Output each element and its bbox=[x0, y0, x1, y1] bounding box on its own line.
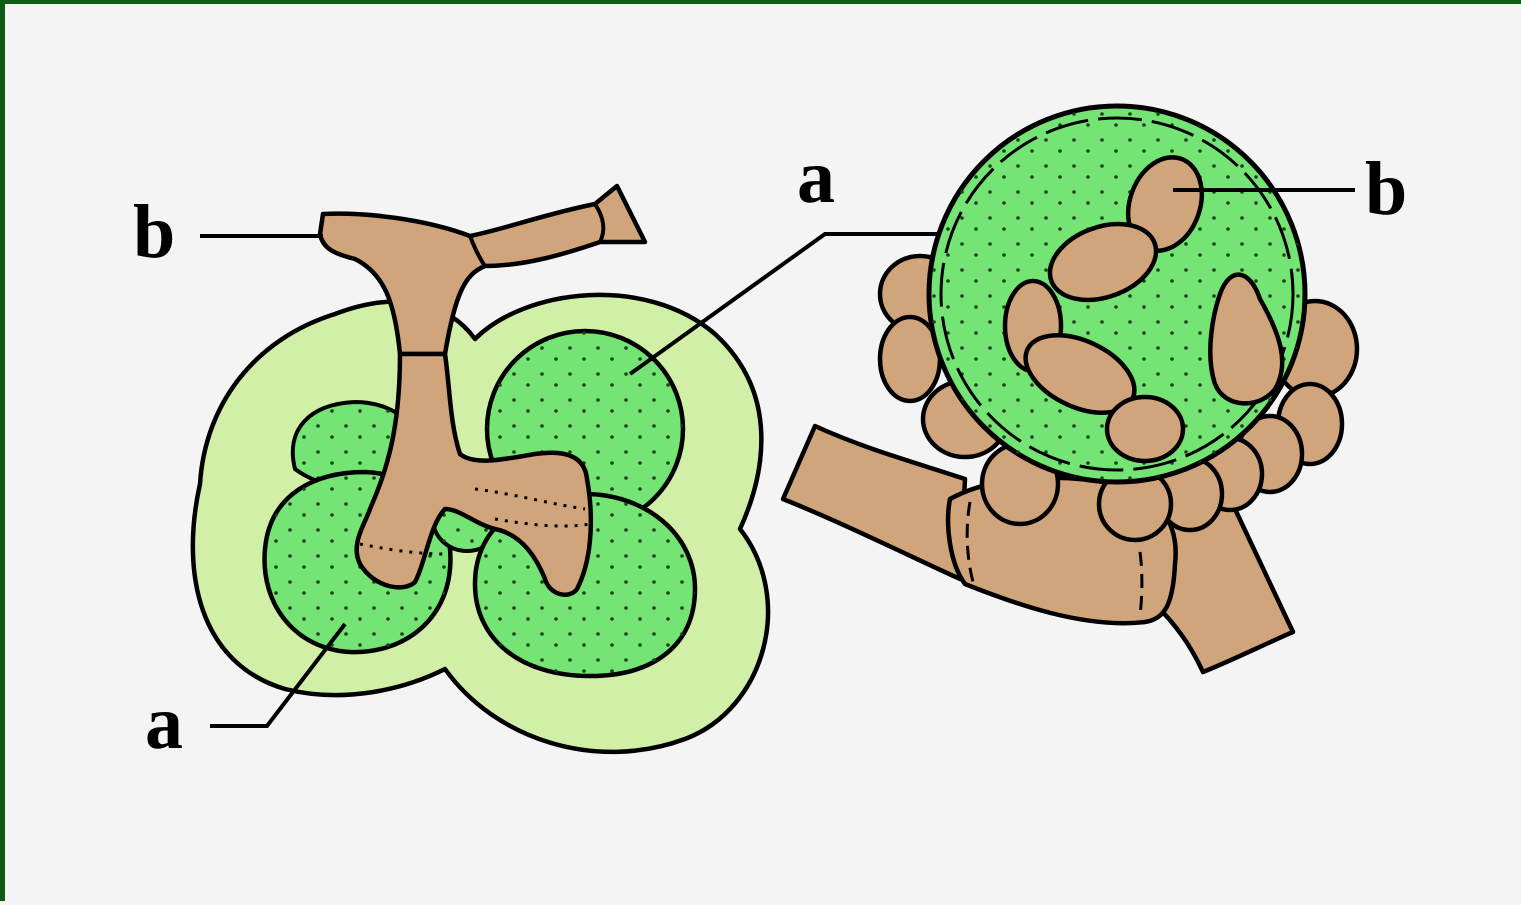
label-left-a-bottom: a bbox=[145, 681, 183, 765]
diagram-canvas: b a a b bbox=[5, 4, 1521, 905]
hypha-right-arm bbox=[1155, 505, 1293, 672]
label-left-a-top: a bbox=[797, 135, 835, 219]
label-right-b: b bbox=[1365, 147, 1407, 231]
right-specimen bbox=[783, 106, 1357, 672]
label-left-b: b bbox=[133, 190, 175, 274]
